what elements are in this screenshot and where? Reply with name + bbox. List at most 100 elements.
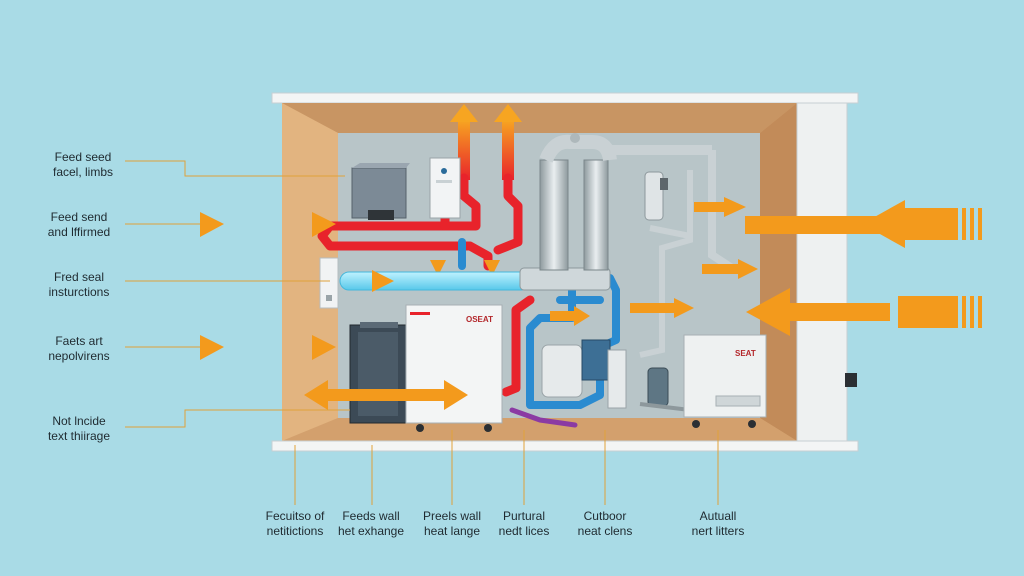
air-handler-top	[360, 322, 398, 328]
control-panel-unit	[429, 157, 461, 219]
wall-bracket-plate	[319, 257, 339, 309]
left-label-2: Feed send and lffirmed	[34, 210, 124, 240]
right-inflow-stripe-2a	[962, 296, 966, 328]
right-inflow-arrow-2-head	[746, 288, 790, 336]
bottom-label-4-line2: nedt lices	[498, 524, 550, 538]
double-arrow-right-head	[444, 380, 468, 410]
right-inflow-arrow-1-head	[862, 200, 905, 248]
bottom-label-4: Purtural nedt lices	[479, 509, 569, 539]
bottom-label-2-line2: het exhange	[337, 524, 405, 538]
duct-bend	[539, 134, 617, 163]
boiler-brand: OSEAT	[466, 315, 493, 324]
left-label-4-line1: Faets art	[55, 334, 103, 348]
boiler-wheel-2	[484, 424, 492, 432]
bottom-label-1-line1: Fecuitso of	[265, 509, 325, 523]
floor	[282, 418, 797, 441]
right-wall	[760, 103, 797, 441]
thin-pipe-link	[649, 225, 691, 239]
left-label-2-line1: Feed send	[50, 210, 108, 224]
rising-arrow-shaft-1	[458, 120, 470, 180]
bottom-label-6-line1: Autuall	[699, 509, 737, 523]
top-right-arrow-head	[724, 197, 746, 217]
duct-cap	[570, 133, 580, 143]
air-handler-grille	[358, 332, 398, 416]
outdoor-unit-brand: SEAT	[735, 349, 756, 358]
expansion-tank-valve	[660, 178, 668, 190]
double-arrow-shaft	[325, 389, 445, 401]
pump-filter	[607, 349, 627, 409]
duct-left	[539, 159, 569, 271]
wall-bracket-screw	[326, 295, 332, 301]
left-label-1-line1: Feed seed	[54, 150, 112, 164]
expansion-tank-body	[644, 171, 664, 221]
bottom-label-3-line2: heat lange	[423, 524, 481, 538]
wall-box-unit	[351, 163, 410, 220]
duct-right	[583, 159, 609, 271]
outdoor-unit-foot-2	[748, 420, 756, 428]
bottom-label-5-line2: neat clens	[577, 524, 633, 538]
outdoor-unit-foot-1	[692, 420, 700, 428]
down-arrow-1	[430, 260, 446, 276]
water-filter-pipe	[639, 402, 691, 412]
pump-motor	[541, 344, 583, 398]
outdoor-unit-vent	[715, 395, 761, 407]
ceiling	[282, 103, 797, 133]
left-wall	[282, 103, 338, 441]
mid-arrow-head	[674, 298, 694, 318]
bottom-label-3: Preels wall heat lange	[407, 509, 497, 539]
bottom-label-1-line2: netitictions	[266, 524, 324, 538]
wall-box-base	[368, 210, 394, 220]
left-label-1-line2: facel, limbs	[52, 165, 114, 179]
left-label-3-line1: Fred seal	[53, 270, 105, 284]
side-panel	[796, 102, 848, 442]
left-leader-lines	[125, 160, 350, 428]
control-panel-display	[436, 180, 452, 183]
bottom-label-3-line1: Preels wall	[422, 509, 482, 523]
purple-drain-pipe	[509, 407, 578, 428]
left-label-4: Faets art nepolvirens	[34, 334, 124, 364]
duct-arrow-shaft	[702, 264, 740, 274]
left-label-5-line2: text thiirage	[47, 429, 111, 443]
left-label-2-line2: and lffirmed	[47, 225, 111, 239]
ductwork	[539, 133, 738, 358]
hot-pipe-return	[501, 295, 535, 397]
right-inflow-arrow-2-shaft	[770, 303, 890, 321]
left-label-5: Not lncide text thiirage	[34, 414, 124, 444]
right-inflow-stripe-1b	[970, 208, 974, 240]
right-inflow-stripe-2c	[978, 296, 982, 328]
right-inflow-arrow-2-tail	[898, 296, 958, 328]
control-panel-body	[429, 157, 461, 219]
right-inflow-arrow-1-tail	[898, 208, 958, 240]
leader-line-1	[125, 160, 345, 177]
wall-bracket	[319, 257, 339, 309]
thin-pipe	[639, 170, 693, 358]
right-inflow-stripe-2b	[970, 296, 974, 328]
right-inflow-stripe-1a	[962, 208, 966, 240]
bottom-label-5: Cutboor neat clens	[560, 509, 650, 539]
glowing-manifold	[339, 271, 531, 291]
double-arrow-left-head	[304, 380, 328, 410]
manifold-coupling	[519, 267, 611, 291]
bottom-label-6-line2: nert litters	[691, 524, 745, 538]
top-right-arrow-shaft	[694, 202, 726, 212]
rising-heat-arrows	[450, 104, 522, 180]
left-label-3-line2: insturctions	[48, 285, 110, 299]
pump-arrow-head	[574, 306, 590, 326]
left-label-1: Feed seed facel, limbs	[38, 150, 128, 180]
control-panel-indicator	[441, 168, 447, 174]
bottom-label-5-line1: Cutboor	[583, 509, 627, 523]
left-label-5-line1: Not lncide	[52, 414, 106, 428]
left-inflow-arrow-2	[312, 212, 336, 237]
left-label-3: Fred seal insturctions	[34, 270, 124, 300]
bottom-label-2: Feeds wall het exhange	[326, 509, 416, 539]
left-label-4-line2: nepolvirens	[48, 349, 110, 363]
right-inflow-arrow-1-shaft	[745, 216, 890, 234]
hot-pipe-main	[317, 173, 493, 271]
bottom-label-6: Autuall nert litters	[673, 509, 763, 539]
base-panel	[271, 440, 859, 452]
hot-pipe-riser	[493, 173, 523, 255]
left-inflow-arrow-3	[200, 335, 224, 360]
right-inflow-stripe-1c	[978, 208, 982, 240]
rising-arrow-shaft-2	[502, 120, 514, 180]
